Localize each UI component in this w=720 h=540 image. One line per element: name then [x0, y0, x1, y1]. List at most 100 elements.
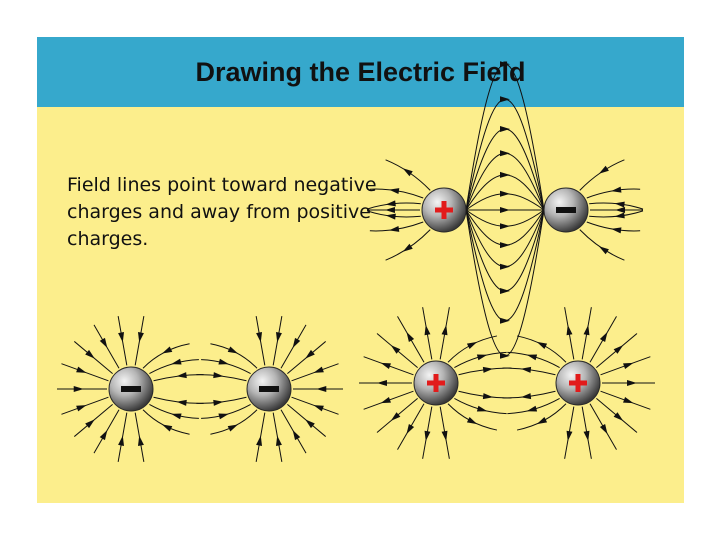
- arrow-head: [313, 405, 324, 412]
- arrow-head: [313, 366, 324, 373]
- arrow-head: [520, 393, 532, 400]
- positive-charge: [421, 187, 467, 233]
- arrow-head: [583, 430, 590, 442]
- arrow-head: [390, 412, 401, 421]
- arrow-head: [598, 165, 609, 174]
- arrow-head: [466, 416, 478, 425]
- arrow-head: [275, 435, 282, 446]
- arrow-head: [466, 341, 478, 350]
- arrow-head: [424, 430, 431, 442]
- arrow-head: [171, 358, 182, 365]
- slide-title: Drawing the Electric Field: [195, 57, 526, 87]
- arrow-head: [305, 419, 315, 429]
- arrow-head: [526, 354, 538, 361]
- field-line: [516, 335, 567, 363]
- arrow-head: [76, 405, 87, 412]
- field-line: [516, 403, 567, 431]
- minus-sign: [121, 386, 141, 392]
- field-line: [142, 409, 190, 435]
- arrow-head: [385, 213, 396, 220]
- arrow-head: [171, 413, 182, 420]
- field-line: [385, 229, 431, 261]
- field-line: [465, 209, 545, 356]
- arrow-head: [500, 207, 510, 213]
- arrow-head: [388, 188, 400, 195]
- field-line: [201, 403, 251, 419]
- negative-charge: [246, 366, 292, 412]
- arrow-head: [176, 372, 187, 379]
- field-line: [142, 343, 190, 369]
- negative-charge: [543, 187, 589, 233]
- field-line: [465, 152, 545, 211]
- arrow-head: [623, 362, 634, 370]
- arrow-head: [99, 337, 108, 349]
- arrow-head: [137, 435, 144, 446]
- arrow-head: [482, 393, 494, 400]
- field-line: [210, 343, 258, 369]
- arrow-head: [583, 324, 590, 336]
- two-negative-charges-diagram: [57, 316, 343, 462]
- arrow-head: [85, 419, 95, 429]
- field-line: [465, 193, 545, 211]
- field-line: [385, 159, 431, 191]
- arrow-head: [406, 423, 415, 435]
- arrow-head: [500, 352, 510, 359]
- arrow-head: [118, 435, 125, 446]
- arrow-head: [614, 201, 625, 208]
- arrow-head: [256, 332, 263, 343]
- field-line: [201, 359, 251, 375]
- arrow-head: [614, 212, 625, 219]
- arrow-head: [482, 366, 494, 373]
- arrow-head: [627, 380, 638, 386]
- caption-text: Field lines point toward negative charge…: [67, 174, 377, 250]
- field-line: [447, 403, 498, 431]
- arrow-head: [402, 168, 413, 177]
- arrow-head: [566, 324, 573, 336]
- positive-charge: [555, 360, 601, 406]
- arrow-head: [441, 430, 448, 442]
- arrow-head: [376, 380, 387, 386]
- arrow-head: [176, 399, 187, 406]
- arrow-head: [85, 349, 95, 359]
- negative-charge: [108, 366, 154, 412]
- arrow-head: [500, 171, 510, 178]
- field-line: [579, 229, 625, 261]
- arrow-head: [390, 345, 401, 354]
- arrow-head: [424, 324, 431, 336]
- arrow-head: [227, 424, 238, 432]
- field-line: [149, 403, 199, 419]
- arrow-head: [388, 225, 400, 232]
- arrow-head: [500, 288, 510, 294]
- field-line: [579, 159, 625, 191]
- arrow-head: [441, 324, 448, 336]
- arrow-head: [500, 150, 510, 157]
- arrow-head: [623, 396, 634, 404]
- arrow-head: [500, 223, 510, 230]
- arrow-head: [76, 366, 87, 373]
- arrow-head: [402, 243, 413, 252]
- arrow-head: [380, 362, 391, 370]
- arrow-head: [536, 416, 548, 425]
- arrow-head: [611, 186, 622, 193]
- arrow-head: [599, 423, 608, 435]
- field-line: [447, 335, 498, 363]
- minus-sign: [556, 207, 576, 213]
- arrow-head: [213, 372, 224, 379]
- arrow-head: [218, 358, 229, 365]
- plus-sign-bar: [441, 201, 447, 219]
- arrow-head: [500, 190, 510, 197]
- arrow-head: [615, 207, 626, 213]
- arrow-head: [316, 386, 327, 392]
- arrow-head: [227, 346, 238, 354]
- field-line: [465, 209, 545, 268]
- arrow-head: [500, 96, 510, 103]
- arrow-head: [305, 349, 315, 359]
- arrow-head: [611, 227, 622, 234]
- arrow-head: [380, 396, 391, 404]
- arrow-head: [99, 429, 108, 441]
- arrow-head: [292, 429, 301, 441]
- arrow-head: [385, 200, 396, 207]
- arrow-head: [566, 430, 573, 442]
- arrow-head: [598, 246, 609, 255]
